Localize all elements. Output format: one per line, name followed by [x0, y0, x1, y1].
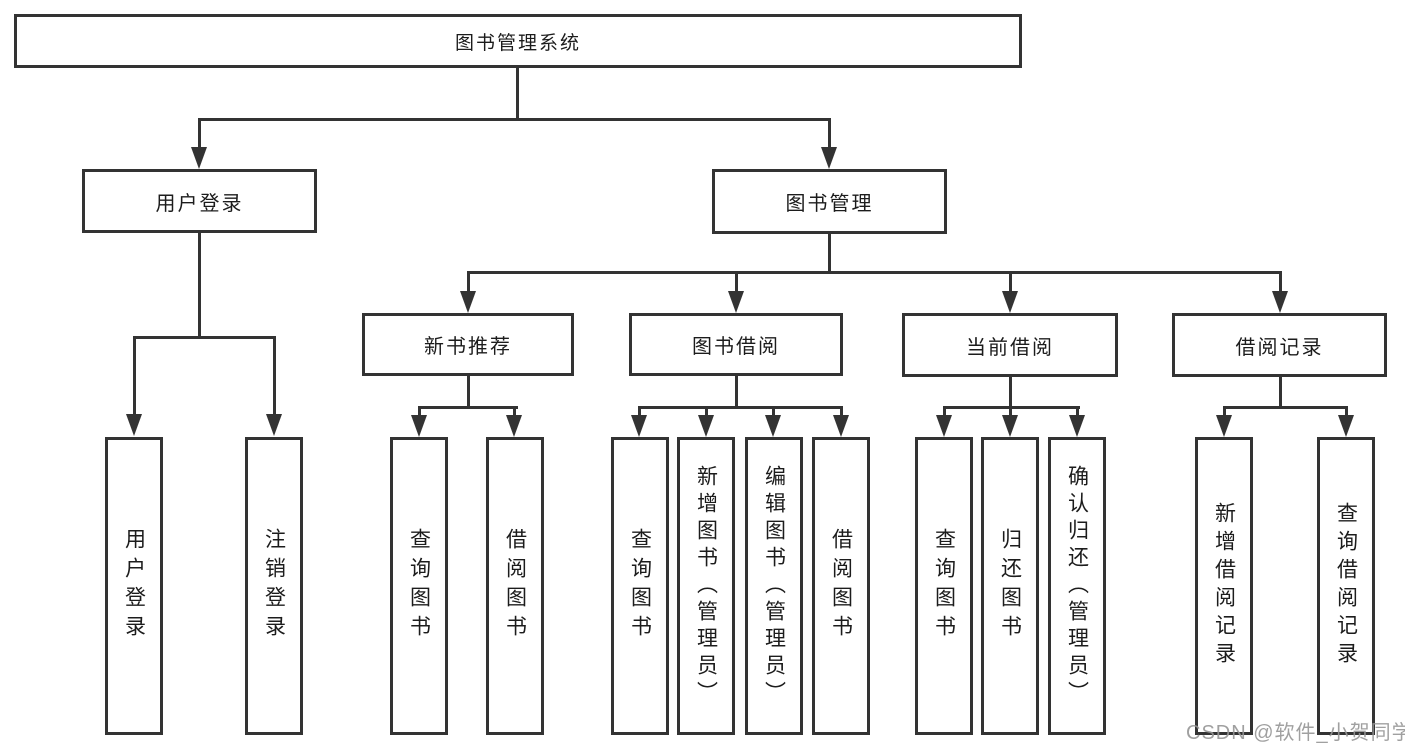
arrow-down-icon [1338, 415, 1354, 437]
connector [840, 406, 843, 416]
leaf-borrow-books: 借阅图书 [812, 437, 870, 735]
node-current-borrow-label: 当前借阅 [966, 336, 1054, 359]
node-current-borrow: 当前借阅 [902, 313, 1118, 377]
leaf-edit-books-admin-label: 编辑图书（管理员） [762, 464, 786, 708]
leaf-query-books-recommend-label: 查询图书 [407, 528, 431, 644]
connector [705, 406, 708, 416]
arrow-down-icon [765, 415, 781, 437]
connector [1009, 406, 1012, 416]
leaf-confirm-return-admin-label: 确认归还（管理员） [1065, 464, 1089, 708]
leaf-logout: 注销登录 [245, 437, 303, 735]
leaf-logout-label: 注销登录 [262, 528, 286, 644]
node-root: 图书管理系统 [14, 14, 1022, 68]
arrow-down-icon [821, 147, 837, 169]
leaf-return-books: 归还图书 [981, 437, 1039, 735]
node-book-management-label: 图书管理 [785, 193, 874, 215]
connector [1345, 406, 1348, 416]
arrow-down-icon [1002, 291, 1018, 313]
arrow-down-icon [460, 291, 476, 313]
connector [418, 406, 421, 416]
connector [133, 336, 136, 416]
leaf-query-books-current-label: 查询图书 [932, 528, 956, 644]
connector [467, 271, 470, 293]
leaf-add-books-admin-label: 新增图书（管理员） [694, 464, 718, 708]
connector [133, 336, 276, 339]
node-borrow-records-label: 借阅记录 [1235, 336, 1324, 359]
leaf-query-books-current: 查询图书 [915, 437, 973, 735]
arrow-down-icon [191, 147, 207, 169]
arrow-down-icon [833, 415, 849, 437]
connector [638, 406, 843, 409]
leaf-borrow-books-label: 借阅图书 [829, 528, 853, 644]
arrow-down-icon [1002, 415, 1018, 437]
leaf-return-books-label: 归还图书 [998, 528, 1022, 644]
leaf-user-login: 用户登录 [105, 437, 163, 735]
leaf-user-login-label: 用户登录 [122, 528, 146, 644]
leaf-query-borrow-record-label: 查询借阅记录 [1334, 502, 1358, 670]
leaf-query-books-recommend: 查询图书 [390, 437, 448, 735]
connector [1009, 377, 1012, 409]
connector [943, 406, 946, 416]
arrow-down-icon [698, 415, 714, 437]
node-root-label: 图书管理系统 [454, 32, 581, 54]
leaf-borrow-books-recommend-label: 借阅图书 [503, 528, 527, 644]
leaf-add-borrow-record: 新增借阅记录 [1195, 437, 1253, 735]
arrow-down-icon [266, 414, 282, 436]
connector [828, 234, 831, 274]
connector [1279, 377, 1282, 409]
arrow-down-icon [411, 415, 427, 437]
leaf-query-books-borrow-label: 查询图书 [628, 528, 652, 644]
connector [1223, 406, 1348, 409]
connector [198, 118, 831, 121]
connector [638, 406, 641, 416]
leaf-query-borrow-record: 查询借阅记录 [1317, 437, 1375, 735]
node-user-login: 用户登录 [82, 169, 317, 233]
connector [772, 406, 775, 416]
arrow-down-icon [936, 415, 952, 437]
connector [467, 376, 470, 409]
node-new-book-recommend: 新书推荐 [362, 313, 574, 376]
arrow-down-icon [631, 415, 647, 437]
node-borrow-records: 借阅记录 [1172, 313, 1387, 377]
arrow-down-icon [728, 291, 744, 313]
node-book-borrow: 图书借阅 [629, 313, 843, 376]
leaf-query-books-borrow: 查询图书 [611, 437, 669, 735]
connector [198, 118, 201, 150]
connector [273, 336, 276, 416]
leaf-add-books-admin: 新增图书（管理员） [677, 437, 735, 735]
arrow-down-icon [126, 414, 142, 436]
arrow-down-icon [1272, 291, 1288, 313]
arrow-down-icon [1216, 415, 1232, 437]
connector [735, 271, 738, 293]
connector [1223, 406, 1226, 416]
arrow-down-icon [506, 415, 522, 437]
connector [516, 68, 519, 120]
arrow-down-icon [1069, 415, 1085, 437]
node-book-borrow-label: 图书借阅 [692, 336, 780, 358]
node-book-management: 图书管理 [712, 169, 947, 234]
connector [418, 406, 518, 409]
connector [828, 118, 831, 150]
connector [513, 406, 516, 416]
leaf-edit-books-admin: 编辑图书（管理员） [745, 437, 803, 735]
connector [1009, 271, 1012, 293]
connector [1076, 406, 1079, 416]
connector [735, 376, 738, 409]
connector [467, 271, 1282, 274]
leaf-borrow-books-recommend: 借阅图书 [486, 437, 544, 735]
leaf-confirm-return-admin: 确认归还（管理员） [1048, 437, 1106, 735]
node-user-login-label: 用户登录 [155, 192, 244, 215]
leaf-add-borrow-record-label: 新增借阅记录 [1212, 502, 1236, 670]
watermark: CSDN @软件_小贺同学 [1186, 722, 1405, 744]
node-new-book-recommend-label: 新书推荐 [424, 336, 512, 358]
connector [1279, 271, 1282, 293]
connector [198, 233, 201, 339]
